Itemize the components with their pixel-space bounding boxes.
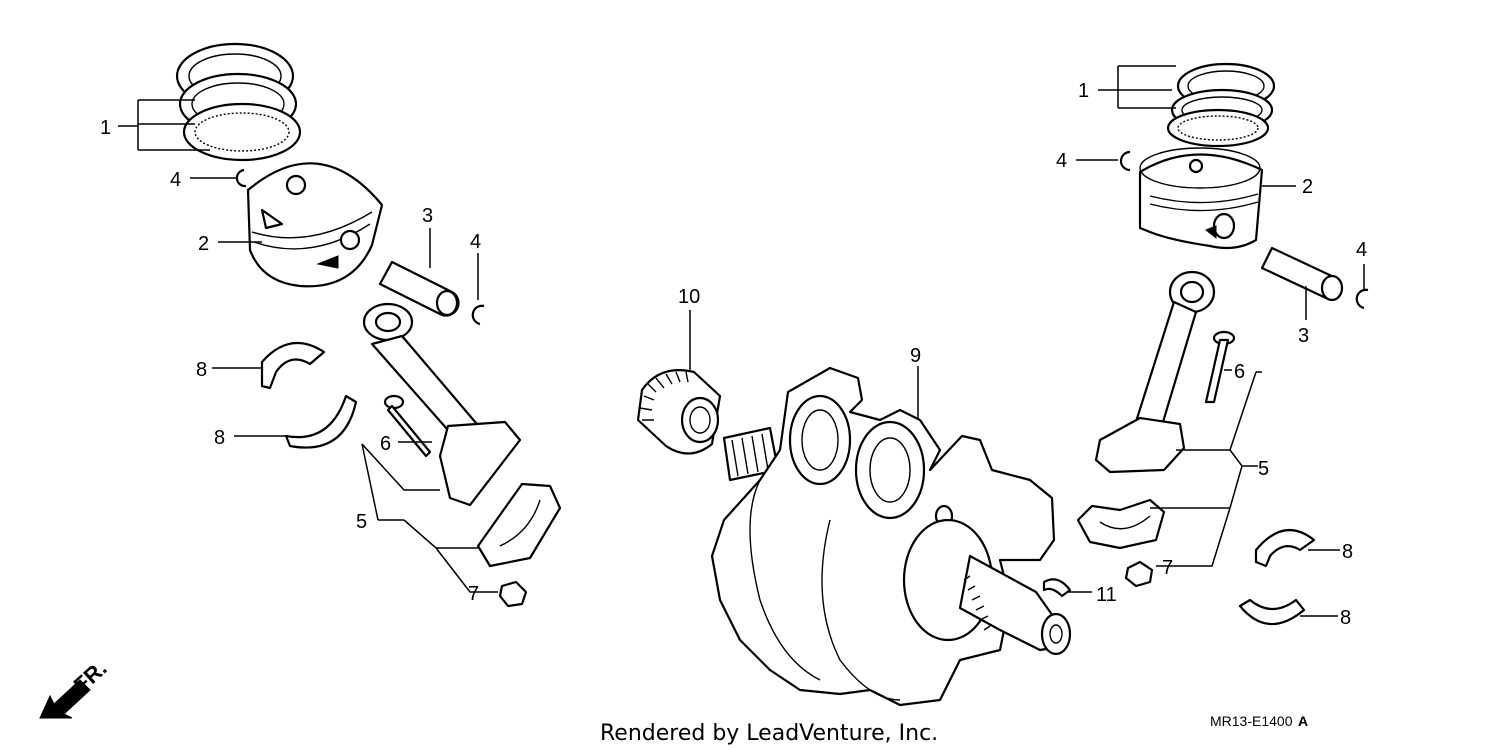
callout-9: 9 — [910, 345, 921, 367]
callout-4-left-lower: 4 — [470, 231, 481, 253]
crankshaft-gear[interactable] — [636, 369, 722, 455]
left-bearing-upper[interactable] — [260, 342, 326, 390]
right-leaders — [1076, 65, 1365, 617]
right-piston-pin[interactable] — [1260, 246, 1344, 302]
left-rod-cap[interactable] — [476, 482, 562, 568]
callout-2-left: 2 — [198, 233, 209, 255]
callout-4-right-upper: 4 — [1056, 150, 1067, 172]
right-callout-labels: 1 4 2 3 4 6 5 7 8 8 — [1056, 80, 1367, 629]
callout-3-left: 3 — [422, 205, 433, 227]
left-rod-bolt[interactable] — [383, 394, 432, 458]
callout-10: 10 — [678, 286, 700, 308]
right-connecting-rod[interactable] — [1094, 270, 1216, 474]
crankshaft-key[interactable] — [1042, 578, 1072, 598]
left-callout-labels: 1 4 2 3 4 8 8 6 5 7 — [100, 117, 481, 605]
right-piston-rings[interactable] — [1166, 62, 1276, 148]
right-bearing-upper[interactable] — [1254, 529, 1316, 568]
diagram-code: MR13-E1400 — [1210, 713, 1293, 729]
rendered-by-credit: Rendered by LeadVenture, Inc. — [600, 721, 938, 746]
right-rod-nut[interactable] — [1124, 560, 1154, 588]
crankshaft[interactable] — [710, 366, 1072, 707]
callout-7-left: 7 — [468, 583, 479, 605]
left-leaders — [118, 99, 498, 593]
callout-8-left-upper: 8 — [196, 359, 207, 381]
left-piston-pin[interactable] — [378, 260, 460, 317]
left-pin-clip-lower[interactable] — [471, 304, 485, 326]
right-pin-clip-lower[interactable] — [1355, 288, 1369, 310]
callout-5-left: 5 — [356, 511, 367, 533]
right-bearing-lower[interactable] — [1238, 598, 1306, 626]
left-piston[interactable] — [246, 162, 384, 288]
callout-6-right: 6 — [1234, 361, 1245, 383]
callout-4-right-lower: 4 — [1356, 239, 1367, 261]
callout-1-right: 1 — [1078, 80, 1089, 102]
left-rod-nut[interactable] — [498, 580, 528, 608]
right-pin-clip-upper[interactable] — [1119, 150, 1131, 172]
callout-7-right: 7 — [1162, 557, 1173, 579]
callout-6-left: 6 — [380, 433, 391, 455]
right-rod-cap[interactable] — [1076, 498, 1166, 550]
callout-5-right: 5 — [1258, 458, 1269, 480]
callout-2-right: 2 — [1302, 176, 1313, 198]
callout-8-right-lower: 8 — [1340, 607, 1351, 629]
diagram-suffix: A — [1298, 713, 1308, 729]
right-rod-bolt[interactable] — [1204, 330, 1236, 404]
left-bearing-lower[interactable] — [284, 394, 358, 449]
callout-3-right: 3 — [1298, 325, 1309, 347]
center-callout-labels: 10 9 11 — [678, 286, 1117, 606]
center-leaders — [689, 310, 1092, 593]
callout-1-left: 1 — [100, 117, 111, 139]
callout-4-left-upper: 4 — [170, 169, 181, 191]
left-connecting-rod[interactable] — [362, 302, 522, 507]
left-piston-rings[interactable] — [175, 42, 302, 162]
callout-8-left-lower: 8 — [214, 427, 225, 449]
callout-8-right-upper: 8 — [1342, 541, 1353, 563]
front-direction-arrow: FR. — [39, 655, 112, 719]
left-pin-clip-upper[interactable] — [235, 168, 247, 188]
callout-11: 11 — [1096, 584, 1117, 606]
right-piston[interactable] — [1138, 147, 1264, 250]
